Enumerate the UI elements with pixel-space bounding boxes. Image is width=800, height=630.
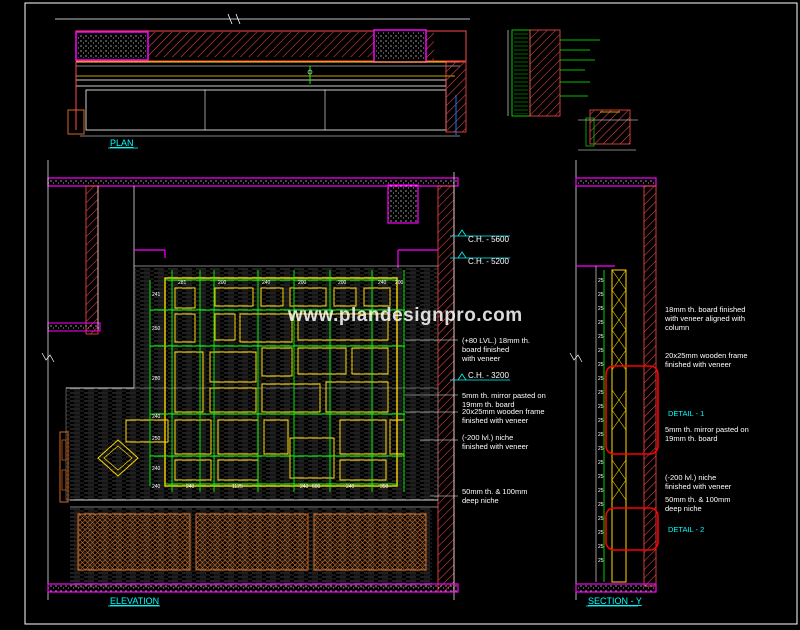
dimension-label: 25	[598, 544, 604, 550]
dimension-label: 25	[598, 446, 604, 452]
dimension-label: 25	[598, 334, 604, 340]
detail-1-callout	[605, 365, 659, 455]
dimension-label: 280	[152, 376, 161, 382]
shelving-unit	[164, 277, 398, 487]
sheet-border	[24, 2, 798, 625]
dimension-label: 240	[262, 280, 271, 286]
dimension-label: 200	[218, 280, 227, 286]
dimension-label: 200	[338, 280, 347, 286]
section-note: 20x25mm wooden frame	[665, 351, 748, 360]
detail-1-label: DETAIL - 1	[668, 409, 704, 418]
dimension-label: 25	[598, 278, 604, 284]
section-note: with veneer aligned with	[664, 314, 745, 323]
dimension-label: 25	[598, 474, 604, 480]
elevation-note: with veneer	[461, 354, 501, 363]
elevation-note: 50mm th. & 100mm	[462, 487, 527, 496]
dimension-label: 240	[152, 484, 161, 490]
dimension-label: 25	[598, 516, 604, 522]
dimension-label: 241	[152, 292, 161, 298]
elevation-note: 20x25mm wooden frame	[462, 407, 545, 416]
section-plan-detail	[507, 29, 638, 151]
dimension-label: 25	[598, 306, 604, 312]
dimension-label: 25	[598, 502, 604, 508]
dimension-label: 240	[186, 484, 195, 490]
dimension-label: 25	[598, 362, 604, 368]
dimension-label: 25	[598, 390, 604, 396]
dimension-label: 240	[152, 414, 161, 420]
section-note: 5mm th. mirror pasted on	[665, 425, 749, 434]
dimension-label: 250	[152, 436, 161, 442]
plan-view: PLAN	[55, 13, 470, 149]
dimension-label: 25	[598, 488, 604, 494]
section-note: finished with veneer	[665, 360, 732, 369]
section-note: deep niche	[665, 504, 702, 513]
dimension-label: 350	[380, 484, 389, 490]
section-note: column	[665, 323, 689, 332]
dimension-label: 25	[598, 432, 604, 438]
dimension-label: 25	[598, 320, 604, 326]
dimension-label: 240	[300, 484, 309, 490]
dimension-label: 25	[598, 348, 604, 354]
elevation-note: board finished	[462, 345, 509, 354]
dimension-label: 281	[178, 280, 187, 286]
detail-2-callout	[605, 507, 659, 551]
watermark: www.plandesignpro.com	[287, 305, 523, 326]
section-note: 19mm th. board	[665, 434, 718, 443]
elevation-note: (-200 lvl.) niche	[462, 433, 513, 442]
elevation-note: finished with veneer	[462, 416, 529, 425]
elevation-title: ELEVATION	[110, 596, 159, 606]
elevation-note: (+80 LVL.) 18mm th.	[462, 336, 530, 345]
dimension-label: 240	[346, 484, 355, 490]
dimension-label: 25	[598, 376, 604, 382]
elevation-note: 5mm th. mirror pasted on	[462, 391, 546, 400]
section-note: (-200 lvl.) niche	[665, 473, 716, 482]
dimension-label: 600	[312, 484, 321, 490]
elevation-note: finished with veneer	[462, 442, 529, 451]
dimension-label: 25	[598, 292, 604, 298]
dimension-label: 25	[598, 558, 604, 564]
dimension-label: 250	[152, 326, 161, 332]
elevation-note: 19mm th. board	[462, 400, 515, 409]
section-note: 50mm th. & 100mm	[665, 495, 730, 504]
elevation-note: deep niche	[462, 496, 499, 505]
dimension-label: 1125	[232, 484, 243, 490]
dimension-label: 25	[598, 418, 604, 424]
level-ch-3200: C.H. - 3200	[468, 371, 509, 380]
dimension-label: 25	[598, 404, 604, 410]
section-note: finished with veneer	[665, 482, 732, 491]
dimension-label: 25	[598, 530, 604, 536]
section-y-view: 25 25 25 25 25 25 25 25 25 25 25 25 25 25 25 25 25 25 25 25…	[569, 160, 749, 607]
dimension-label: 25	[598, 460, 604, 466]
dimension-label: 240	[378, 280, 387, 286]
level-ch-5200: C.H. - 5200	[468, 257, 509, 266]
level-ch-5600: C.H. - 5600	[468, 235, 509, 244]
section-note: 18mm th. board finished	[665, 305, 745, 314]
dimension-label: 200	[395, 280, 404, 286]
detail-2-label: DETAIL - 2	[668, 525, 704, 534]
dimension-label: 200	[298, 280, 307, 286]
plan-title: PLAN	[110, 138, 134, 148]
section-title: SECTION - Y	[588, 596, 642, 606]
column-elevation	[387, 184, 419, 224]
dimension-label: 240	[152, 466, 161, 472]
